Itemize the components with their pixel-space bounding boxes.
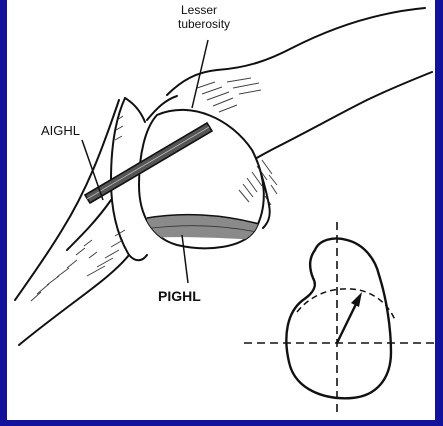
glenoid-inset-diagram — [244, 222, 435, 412]
shoulder-anatomy-drawing — [7, 0, 435, 420]
lesser-tuberosity-label: Lesser tuberosity — [181, 3, 230, 31]
lesser-tuberosity-label-line1: Lesser — [181, 3, 230, 17]
illustration-panel: Lesser tuberosity AIGHL PIGHL — [7, 0, 435, 420]
glenoid-outline — [15, 98, 147, 345]
pighl-label: PIGHL — [158, 289, 201, 303]
lesser-tuberosity-label-line2: tuberosity — [178, 17, 230, 31]
aighl-label: AIGHL — [41, 124, 80, 138]
